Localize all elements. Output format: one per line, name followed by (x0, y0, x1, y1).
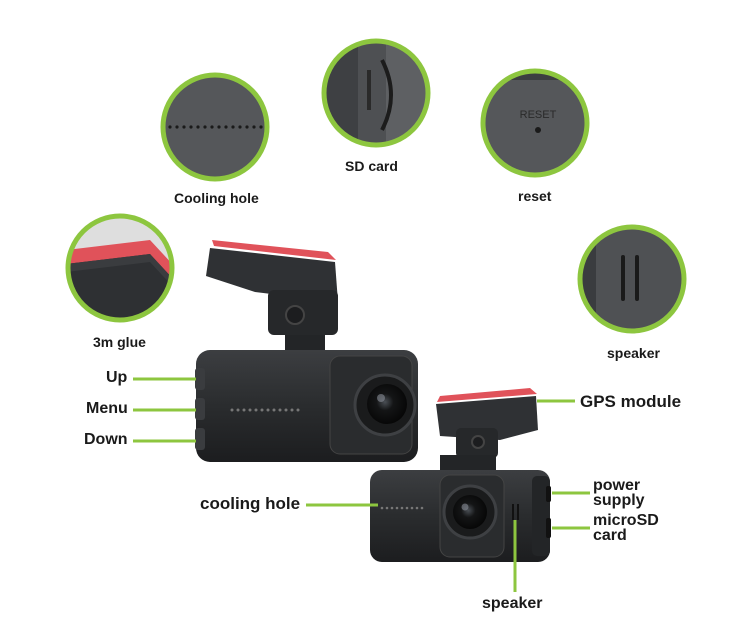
sd-slot-zoom (321, 38, 431, 148)
label-power-supply: power supply (593, 477, 645, 509)
label-menu: Menu (86, 400, 128, 417)
reset-print: RESET (520, 109, 557, 121)
label-microsd-line1: microSD (593, 512, 659, 529)
dashcam-front (195, 240, 418, 462)
speaker-grille-zoom (577, 224, 687, 334)
label-microsd-card: microSD card (593, 512, 659, 544)
cooling-hole-zoom (160, 72, 270, 182)
label-speaker-bottom: speaker (482, 595, 543, 612)
glue-pad-zoom (65, 213, 175, 323)
label-speaker-zoom: speaker (607, 345, 660, 361)
label-power-line1: power (593, 477, 641, 494)
label-3m-glue: 3m glue (93, 334, 146, 350)
label-up: Up (106, 369, 128, 386)
label-down: Down (84, 431, 128, 448)
label-sd-card: SD card (345, 158, 398, 174)
label-microsd-line2: card (593, 527, 627, 544)
label-power-line2: supply (593, 492, 645, 509)
label-gps-module: GPS module (580, 392, 682, 411)
callout-lines (133, 377, 590, 592)
label-cooling-hole: cooling hole (200, 494, 301, 513)
label-reset: reset (518, 188, 552, 204)
label-cooling-hole-zoom: Cooling hole (174, 190, 259, 206)
reset-zoom: RESET (480, 68, 590, 178)
dashcam-side (370, 388, 551, 562)
